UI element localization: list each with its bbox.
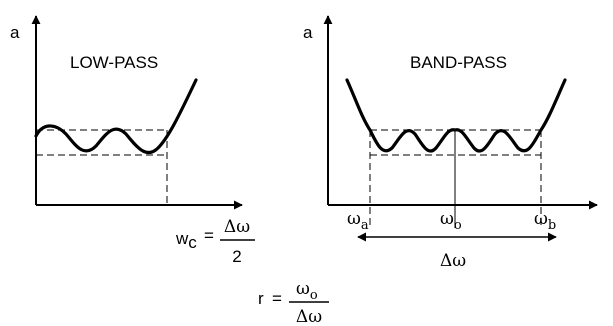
low-pass-title: LOW-PASS	[70, 53, 158, 72]
low-pass-ripple-curve	[34, 78, 198, 155]
ratio-formula-denominator: Δω	[296, 307, 322, 326]
ratio-formula-lhs: r	[258, 289, 264, 308]
ratio-formula-numerator: ωo	[296, 279, 318, 303]
ratio-formula-equals: =	[272, 289, 282, 308]
cutoff-formula-equals: =	[204, 226, 214, 245]
low-pass-panel: a LOW-PASS	[10, 15, 243, 210]
low-pass-y-axis-label: a	[10, 23, 20, 42]
cutoff-formula: wc = Δω 2	[175, 217, 255, 266]
band-pass-panel: a BAND-PASS ωa ωo ωb Δω	[303, 15, 598, 271]
band-pass-title: BAND-PASS	[410, 53, 507, 72]
omega-a-label: ωa	[347, 209, 369, 233]
cutoff-formula-denominator: 2	[232, 247, 241, 266]
band-pass-ripple-curve	[345, 78, 567, 153]
cutoff-formula-numerator: Δω	[224, 217, 250, 237]
ratio-formula: r = ωo Δω	[258, 279, 329, 326]
omega-b-label: ωb	[534, 209, 556, 233]
omega-o-label: ωo	[440, 209, 462, 233]
band-pass-y-axis-label: a	[303, 23, 313, 42]
cutoff-formula-lhs: wc	[175, 229, 197, 252]
bandwidth-span-label: Δω	[440, 251, 466, 271]
